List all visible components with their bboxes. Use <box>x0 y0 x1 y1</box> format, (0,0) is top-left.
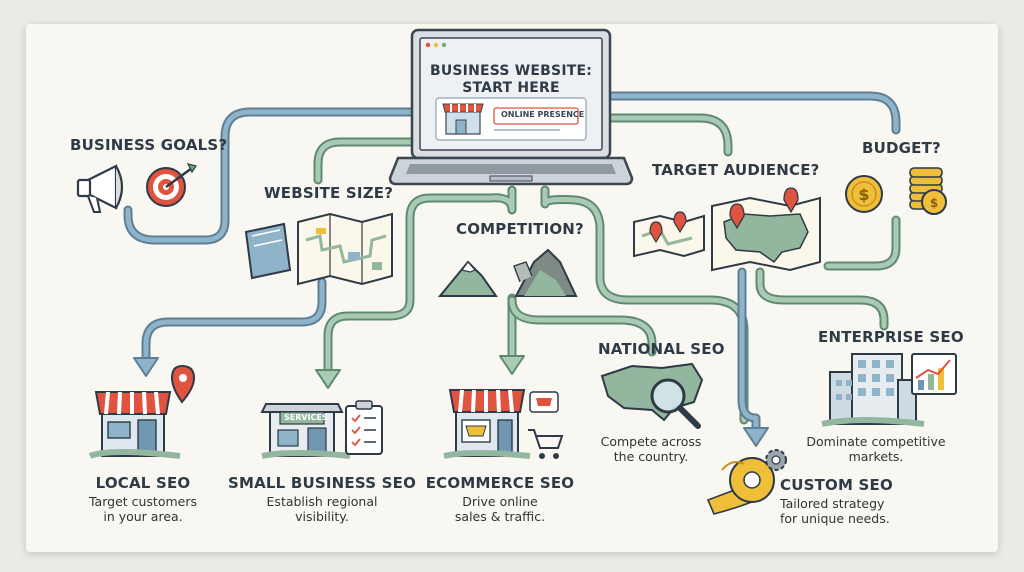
usa-map-icon <box>711 187 821 272</box>
path-business-goals <box>123 107 417 245</box>
growth-chart-icon <box>911 353 957 395</box>
path-custom-seo <box>737 267 769 447</box>
target-icon <box>146 163 197 207</box>
location-pin-icon <box>633 211 705 258</box>
megaphone-icon <box>76 164 124 213</box>
path-budget-return <box>823 215 901 271</box>
ecommerce-store-icon <box>443 389 531 459</box>
outcome-local-seo-desc: Target customers in your area. <box>88 494 198 524</box>
question-business-goals: BUSINESS GOALS? <box>70 136 228 154</box>
office-buildings-icon <box>821 353 925 427</box>
map-icon <box>297 212 393 286</box>
shopping-cart-icon <box>528 391 564 459</box>
outcome-national-seo-title: NATIONAL SEO <box>598 340 725 358</box>
outcome-custom-seo-title: CUSTOM SEO <box>780 476 893 494</box>
laptop-title: BUSINESS WEBSITE: START HERE <box>430 63 592 97</box>
laptop-icon <box>388 28 634 186</box>
svg-text:$: $ <box>930 196 938 210</box>
path-website-size <box>313 137 415 185</box>
path-competition <box>315 185 749 425</box>
path-target-audience <box>607 113 733 157</box>
outcome-small-business-seo-title: SMALL BUSINESS SEO <box>227 474 417 492</box>
online-presence-banner: ONLINE PRESENCE <box>501 110 585 119</box>
outcome-custom-seo-desc: Tailored strategy for unique needs. <box>780 496 890 526</box>
outcome-enterprise-seo-title: ENTERPRISE SEO <box>818 328 964 346</box>
services-sign: SERVICES <box>284 413 328 422</box>
notebook-icon <box>244 222 292 280</box>
outcome-national-seo-desc: Compete across the country. <box>600 434 702 464</box>
path-local-seo <box>133 277 327 377</box>
svg-text:$: $ <box>858 185 869 204</box>
clipboard-icon <box>345 400 383 455</box>
magnifier-icon <box>650 378 701 429</box>
path-enterprise-seo <box>755 267 889 331</box>
outcome-ecommerce-seo-desc: Drive online sales & traffic. <box>454 494 546 524</box>
path-budget <box>605 91 901 135</box>
question-competition: COMPETITION? <box>456 220 584 238</box>
question-target-audience: TARGET AUDIENCE? <box>652 161 820 179</box>
gear-icon <box>765 449 787 471</box>
outcome-ecommerce-seo-title: ECOMMERCE SEO <box>425 474 575 492</box>
outcome-enterprise-seo-desc: Dominate competitive markets. <box>806 434 946 464</box>
services-store-icon <box>260 403 351 459</box>
question-website-size: WEBSITE SIZE? <box>264 184 394 202</box>
tape-measure-icon <box>706 457 775 515</box>
coins-icon: $ $ <box>845 167 947 215</box>
laptop-title-line2: START HERE <box>462 80 560 96</box>
outcome-small-business-seo-desc: Establish regional visibility. <box>266 494 378 524</box>
laptop-title-line1: BUSINESS WEBSITE: <box>429 63 593 79</box>
mountains-icon <box>437 248 578 297</box>
outcome-local-seo-title: LOCAL SEO <box>95 474 191 492</box>
question-budget: BUDGET? <box>862 139 941 157</box>
map-pin-icon <box>170 364 196 404</box>
storefront-icon <box>88 391 181 459</box>
